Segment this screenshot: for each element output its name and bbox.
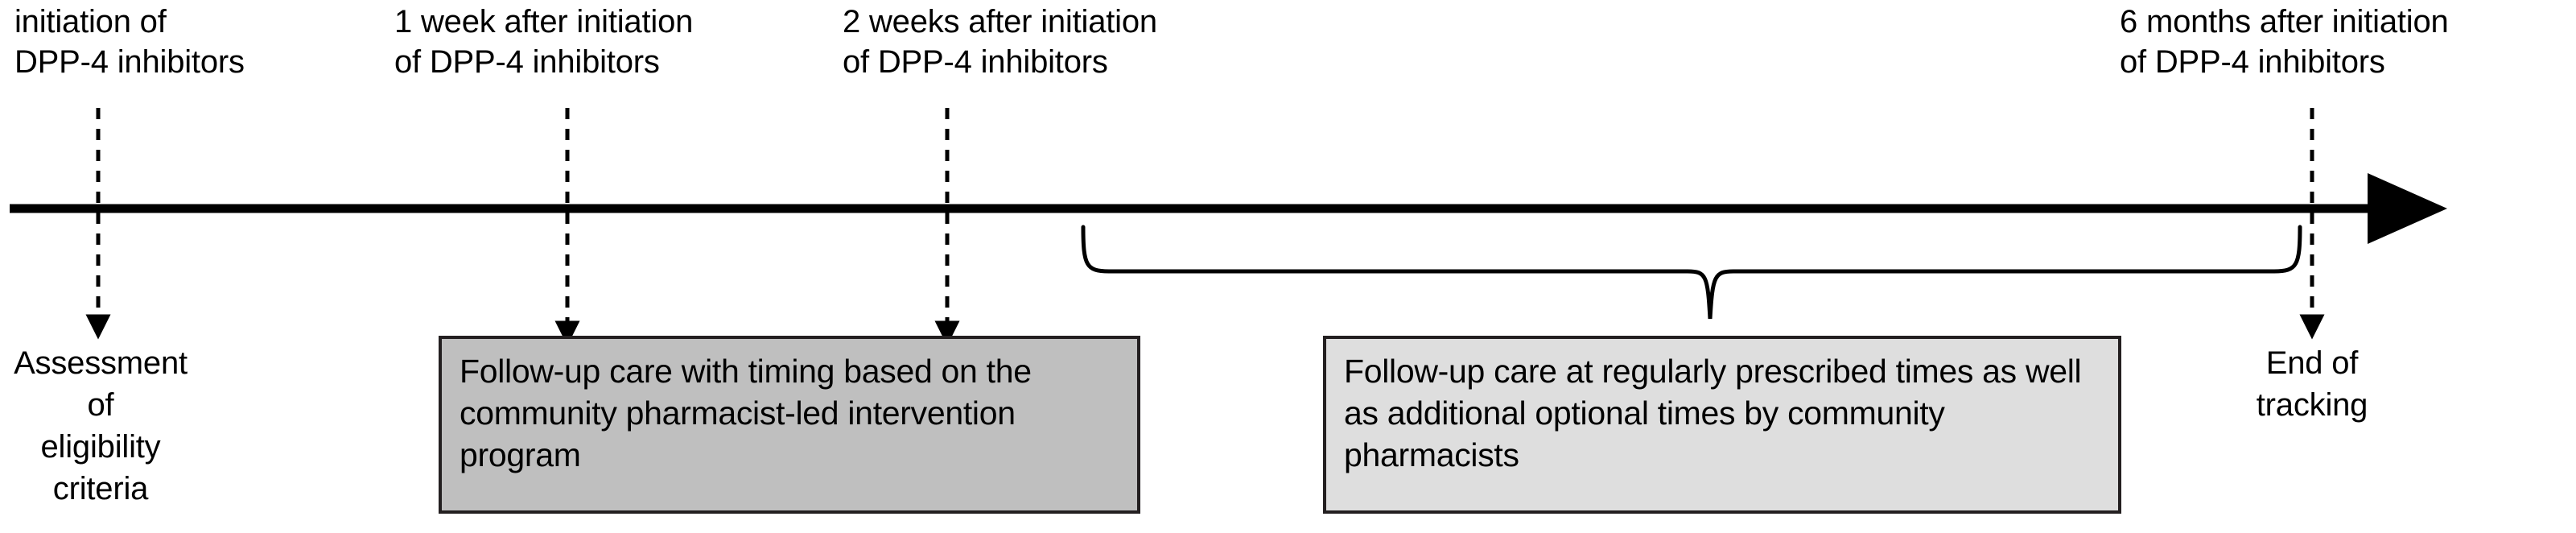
timepoint-label-1-week: 1 week after initiation of DPP-4 inhibit… xyxy=(394,4,694,80)
outcome-label-end-of-tracking: End of tracking xyxy=(2256,345,2368,423)
timepoint-label-initiation: initiation of DPP-4 inhibitors xyxy=(14,4,245,80)
span-brace xyxy=(1081,225,2302,320)
outcome-label-eligibility: Assessment of eligibility criteria xyxy=(14,345,188,506)
phase-box-intervention: Follow-up care with timing based on the … xyxy=(439,336,1140,514)
timepoint-label-2-weeks: 2 weeks after initiation of DPP-4 inhibi… xyxy=(843,4,1157,80)
timepoint-label-6-months: 6 months after initiation of DPP-4 inhib… xyxy=(2120,4,2449,80)
phase-box-routine: Follow-up care at regularly prescribed t… xyxy=(1323,336,2121,514)
